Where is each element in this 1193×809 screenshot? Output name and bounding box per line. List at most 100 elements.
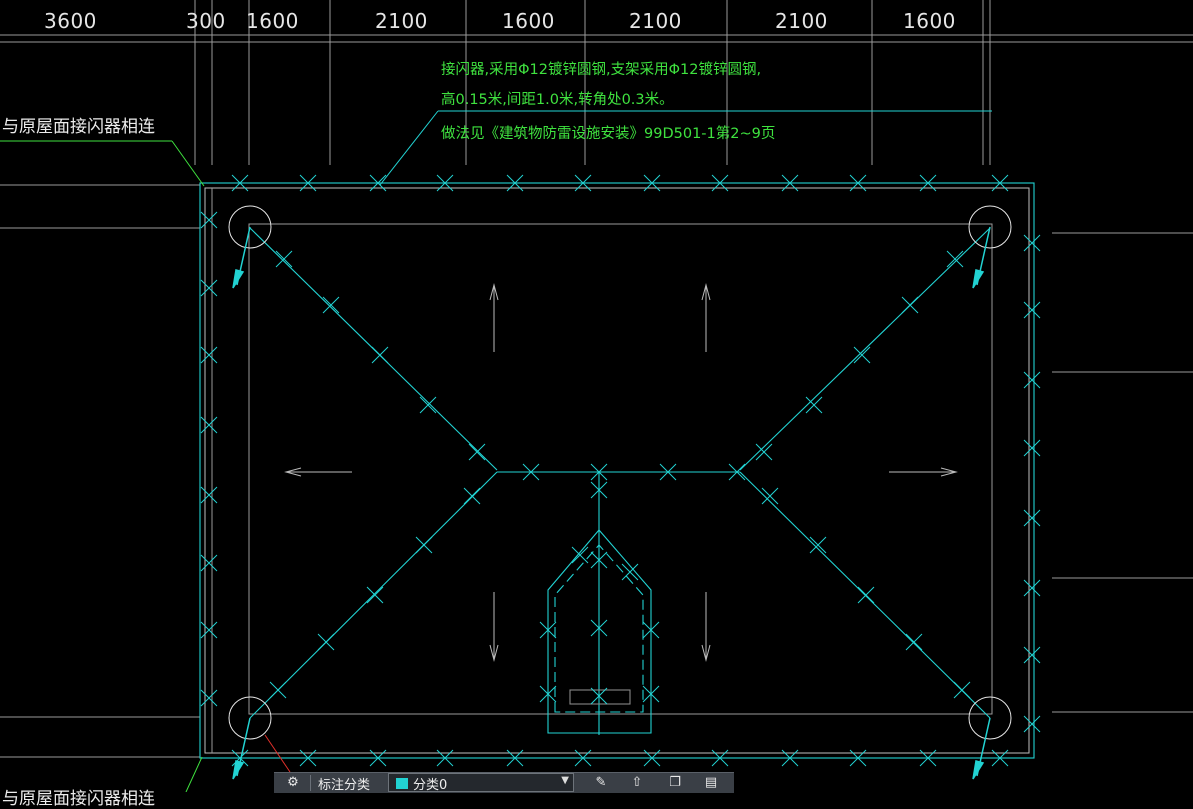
support-marker [1023,371,1041,389]
support-marker [571,546,589,564]
support-marker [590,619,608,637]
spec-note-line3: 做法见《建筑物防雷设施安装》99D501-1第2~9页 [441,126,776,142]
support-marker [1023,439,1041,457]
support-marker [506,174,524,192]
support-marker [436,174,454,192]
support-marker [809,536,827,554]
support-marker [269,681,287,699]
support-marker [659,463,677,481]
dimension-label: 1600 [502,9,555,33]
support-marker [200,279,218,297]
annotation-category-select[interactable]: 分类0 ▼ [388,773,574,793]
callout-bottom: 与原屋面接闪器相连 [2,789,155,809]
support-marker [590,687,608,705]
copy-icon[interactable]: ❐ [669,775,681,790]
support-marker [857,586,875,604]
chevron-down-icon: ▼ [561,775,569,786]
annotation-settings-icon[interactable]: ⚙ [287,775,299,790]
support-marker [781,174,799,192]
support-marker [849,174,867,192]
support-marker [200,486,218,504]
support-marker [231,749,249,767]
leader-lines [0,110,992,792]
spec-note-line2: 高0.15米,间距1.0米,转角处0.3米。 [441,92,674,108]
toolbar-divider [310,775,311,791]
support-marker [539,621,557,639]
support-marker [200,211,218,229]
support-marker [755,443,773,461]
dimension-label: 1600 [903,9,956,33]
support-marker [590,463,608,481]
support-marker [322,296,340,314]
support-marker [946,250,964,268]
drawing-canvas[interactable] [0,0,1193,792]
annotation-toolbar: ⚙ 标注分类 分类0 ▼ ✎ ⇧ ❐ ▤ [274,772,734,793]
support-marker [643,749,661,767]
dimension-label: 2100 [775,9,828,33]
support-marker [711,174,729,192]
support-marker [1023,715,1041,733]
support-marker [590,551,608,569]
pencil-icon[interactable]: ✎ [595,775,607,790]
support-markers [200,174,1041,767]
support-marker [805,396,823,414]
support-marker [574,174,592,192]
support-marker [853,346,871,364]
callout-top: 与原屋面接闪器相连 [2,117,155,137]
move-icon[interactable]: ⇧ [631,775,643,790]
delete-icon[interactable]: ▤ [704,775,718,790]
support-marker [200,554,218,572]
support-marker [1023,509,1041,527]
grid-lines [0,0,1193,758]
support-marker [200,416,218,434]
support-marker [991,174,1009,192]
support-marker [590,481,608,499]
dimension-label: 300 [186,9,226,33]
air-termination-network [199,182,1035,759]
support-marker [419,396,437,414]
support-marker [1023,646,1041,664]
support-marker [275,250,293,268]
support-marker [901,296,919,314]
support-marker [415,536,433,554]
support-marker [369,749,387,767]
support-marker [299,749,317,767]
support-marker [919,749,937,767]
support-marker [574,749,592,767]
dimension-label: 2100 [375,9,428,33]
support-marker [506,749,524,767]
down-conductor-arrows [232,226,991,780]
support-marker [849,749,867,767]
roof-outline [199,182,1035,759]
support-marker [522,463,540,481]
support-marker [621,563,639,581]
support-marker [369,174,387,192]
support-marker [436,749,454,767]
support-marker [643,174,661,192]
annotation-category-label: 标注分类 [318,778,371,793]
support-marker [1023,234,1041,252]
support-marker [468,443,486,461]
support-marker [905,633,923,651]
support-marker [781,749,799,767]
support-marker [200,689,218,707]
support-marker [728,463,746,481]
support-marker [642,685,660,703]
slope-arrows [284,283,958,662]
support-marker [1023,579,1041,597]
support-marker [919,174,937,192]
support-marker [539,685,557,703]
dimension-label: 2100 [629,9,682,33]
support-marker [317,633,335,651]
dimension-label: 1600 [246,9,299,33]
dimension-label: 3600 [44,9,97,33]
support-marker [231,174,249,192]
category-color-swatch [396,778,408,789]
support-marker [1023,301,1041,319]
category-select-value: 分类0 [413,778,448,793]
support-marker [366,586,384,604]
spec-note-line1: 接闪器,采用Φ12镀锌圆钢,支架采用Φ12镀锌圆钢, [441,62,762,78]
support-marker [371,346,389,364]
support-marker [299,174,317,192]
support-marker [953,681,971,699]
